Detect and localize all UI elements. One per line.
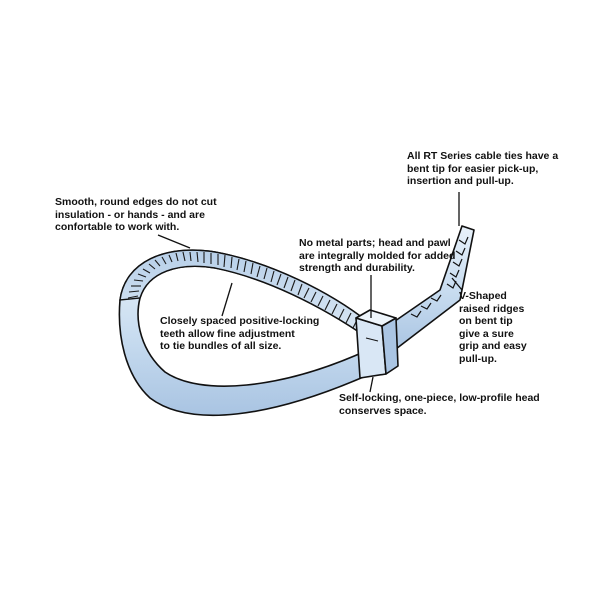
callout-line: All RT Series cable ties have a: [407, 150, 559, 162]
v-shaped-ridges: [410, 236, 469, 318]
callout-line: to tie bundles of all size.: [160, 340, 282, 353]
callout-line: No metal parts; head and pawl: [299, 237, 451, 249]
callout-smooth-edges: Smooth, round edges do not cut insulatio…: [55, 196, 217, 234]
locking-head: [355, 309, 399, 379]
callout-line: confortable to work with.: [55, 221, 180, 234]
callout-line: teeth allow fine adjustment: [160, 327, 295, 340]
callout-line: insertion and pull-up.: [407, 175, 514, 188]
callout-line: bent tip for easier pick-up,: [407, 162, 539, 175]
callout-line: Smooth, round edges do not cut: [55, 196, 217, 208]
callout-line: grip and easy: [459, 340, 527, 353]
callout-line: Closely spaced positive-locking: [160, 315, 320, 327]
callout-line: raised ridges: [459, 302, 525, 315]
callout-locking-teeth: Closely spaced positive-locking teeth al…: [160, 315, 319, 353]
callout-line: on bent tip: [459, 315, 513, 328]
callout-line: V-Shaped: [459, 290, 507, 302]
callout-line: insulation - or hands - and are: [55, 208, 205, 221]
leader-teeth: [221, 282, 233, 317]
callout-line: conserves space.: [339, 404, 427, 417]
callout-rt-series: All RT Series cable ties have a bent tip…: [407, 150, 558, 188]
leader-head: [369, 376, 374, 393]
leader-lines: [157, 192, 463, 393]
callout-line: strength and durability.: [299, 262, 415, 275]
leader-smooth-edges: [157, 234, 191, 249]
callout-self-locking-head: Self-locking, one-piece, low-profile hea…: [339, 392, 540, 417]
locking-teeth: [127, 251, 359, 329]
callout-v-shaped-ridges: V-Shaped raised ridges on bent tip give …: [459, 290, 527, 366]
callout-line: are integrally molded for added: [299, 249, 456, 262]
leader-v-shaped: [451, 277, 463, 291]
callout-line: give a sure: [459, 327, 514, 340]
callout-no-metal: No metal parts; head and pawl are integr…: [299, 237, 455, 275]
callout-line: pull-up.: [459, 352, 497, 365]
callout-line: Self-locking, one-piece, low-profile hea…: [339, 392, 540, 404]
strap-teeth-band: [119, 249, 369, 340]
